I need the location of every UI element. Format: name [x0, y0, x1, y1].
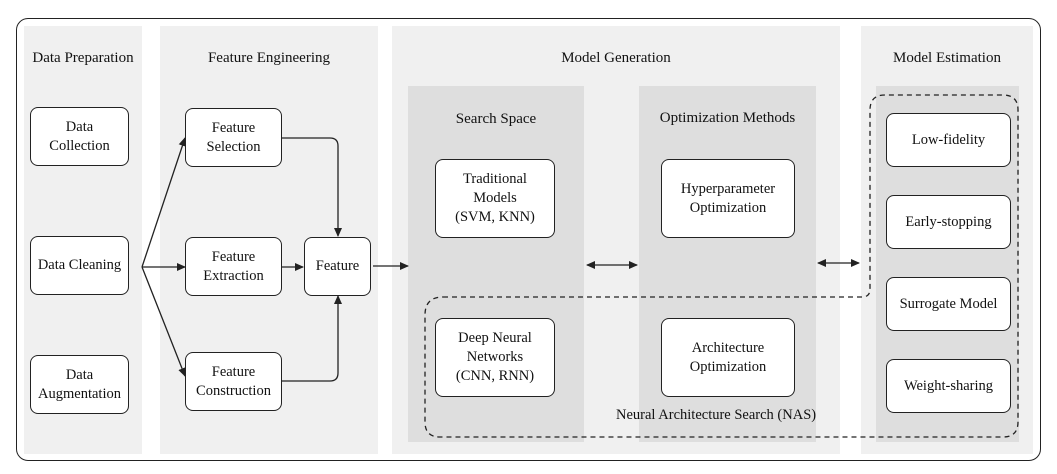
- traditional-models-box: Traditional Models (SVM, KNN): [435, 159, 555, 238]
- feature-extraction-box: Feature Extraction: [185, 237, 282, 296]
- data-cleaning-box: Data Cleaning: [30, 236, 129, 295]
- search-space-title: Search Space: [455, 111, 537, 127]
- hyperparameter-optimization-box: Hyperparameter Optimization: [661, 159, 795, 238]
- data-augmentation-box: Data Augmentation: [30, 355, 129, 414]
- arrow-to-feature-selection: [141, 137, 187, 268]
- feature-construction-box: Feature Construction: [185, 352, 282, 411]
- architecture-optimization-box: Architecture Optimization: [661, 318, 795, 397]
- arrow-selection-to-feature: [282, 137, 342, 237]
- feature-selection-box: Feature Selection: [185, 108, 282, 167]
- weight-sharing-box: Weight-sharing: [886, 359, 1011, 413]
- feature-box: Feature: [304, 237, 371, 296]
- model-generation-title: Model Generation: [561, 50, 671, 66]
- surrogate-model-box: Surrogate Model: [886, 277, 1011, 331]
- model-estimation-title: Model Estimation: [893, 50, 1001, 66]
- data-preparation-title: Data Preparation: [32, 50, 134, 66]
- arrow-to-feature-construction: [141, 266, 186, 377]
- early-stopping-box: Early-stopping: [886, 195, 1011, 249]
- diagram-frame: [16, 18, 1041, 461]
- arrow-construction-to-feature: [282, 295, 342, 382]
- feature-engineering-title: Feature Engineering: [207, 50, 331, 66]
- low-fidelity-box: Low-fidelity: [886, 113, 1011, 167]
- optimization-methods-title: Optimization Methods: [659, 110, 796, 126]
- nas-label: Neural Architecture Search (NAS): [616, 407, 817, 423]
- data-collection-box: Data Collection: [30, 107, 129, 166]
- nas-region-outline: [424, 94, 1019, 438]
- deep-neural-networks-box: Deep Neural Networks (CNN, RNN): [435, 318, 555, 397]
